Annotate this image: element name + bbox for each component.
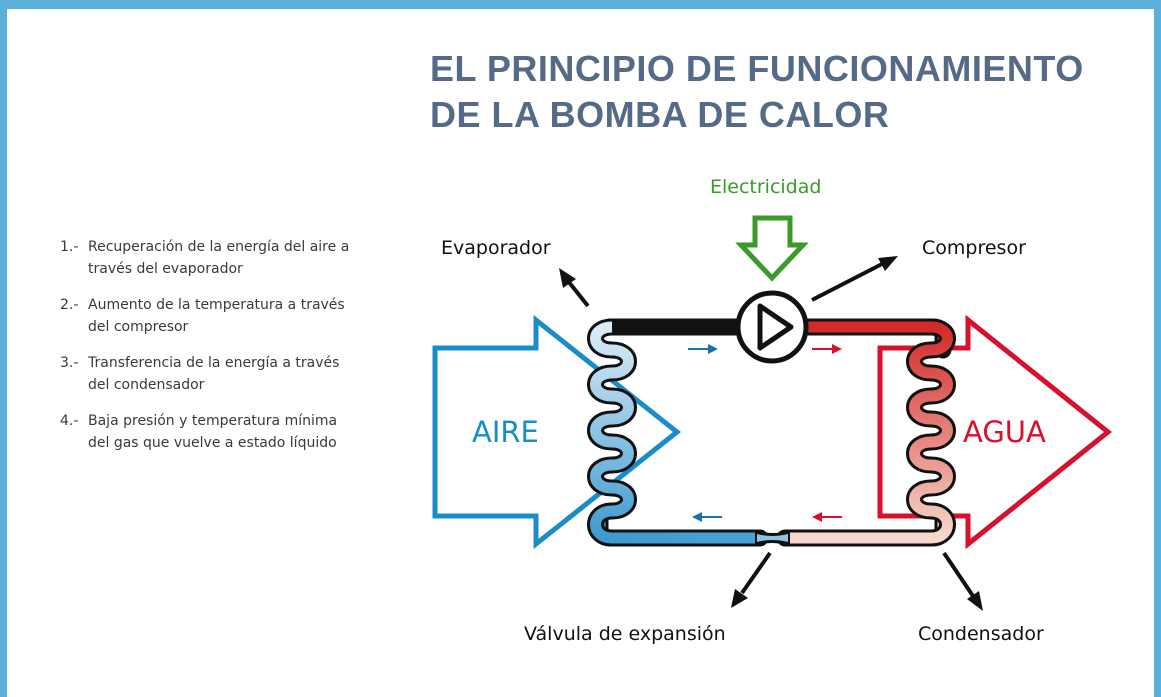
- compressor-label: Compresor: [922, 237, 1026, 259]
- condenser-coil: [906, 318, 956, 547]
- electricity-label: Electricidad: [710, 176, 821, 198]
- list-item: 3.- Transferencia de la energía a través …: [60, 352, 350, 396]
- valve-pointer-arrow: [731, 551, 772, 608]
- electricity-arrow: [735, 215, 809, 282]
- title-line-1: EL PRINCIPIO DE FUNCIONAMIENTO: [430, 48, 1084, 89]
- flow-arrow-blue-bottom: [692, 512, 722, 522]
- step-number: 4.-: [60, 413, 79, 429]
- compressor-pointer-arrow: [811, 256, 898, 302]
- condenser-label: Condensador: [918, 623, 1044, 645]
- expansion-valve: [755, 530, 790, 546]
- list-item: 1.- Recuperación de la energía del aire a…: [60, 236, 350, 280]
- step-number: 3.-: [60, 355, 79, 371]
- evaporator-pointer-arrow: [559, 268, 590, 308]
- step-number: 2.-: [60, 297, 79, 313]
- bottom-pipe-cold: [591, 506, 769, 547]
- step-text: Baja presión y temperatura mínima del ga…: [88, 413, 338, 451]
- flow-arrow-red-top: [812, 344, 842, 354]
- compressor-symbol: [735, 290, 809, 364]
- title-line-2: DE LA BOMBA DE CALOR: [430, 94, 890, 135]
- evaporator-coil: [587, 318, 637, 547]
- step-text: Aumento de la temperatura a través del c…: [88, 297, 345, 335]
- expansion-valve-label: Válvula de expansión: [524, 623, 726, 645]
- water-label: AGUA: [963, 415, 1046, 449]
- list-item: 4.- Baja presión y temperatura mínima del…: [60, 410, 350, 454]
- air-arrow: AIRE: [432, 314, 682, 550]
- steps-list: 1.- Recuperación de la energía del aire a…: [60, 236, 350, 468]
- flow-arrow-red-bottom: [812, 512, 842, 522]
- page-title: EL PRINCIPIO DE FUNCIONAMIENTO DE LA BOM…: [430, 46, 1084, 138]
- step-text: Recuperación de la energía del aire a tr…: [88, 239, 350, 277]
- step-text: Transferencia de la energía a través del…: [88, 355, 340, 393]
- list-item: 2.- Aumento de la temperatura a través de…: [60, 294, 350, 338]
- evaporator-label: Evaporador: [441, 237, 551, 259]
- air-label: AIRE: [472, 415, 539, 449]
- step-number: 1.-: [60, 239, 79, 255]
- flow-arrow-blue-top: [688, 344, 718, 354]
- condenser-pointer-arrow: [942, 551, 983, 611]
